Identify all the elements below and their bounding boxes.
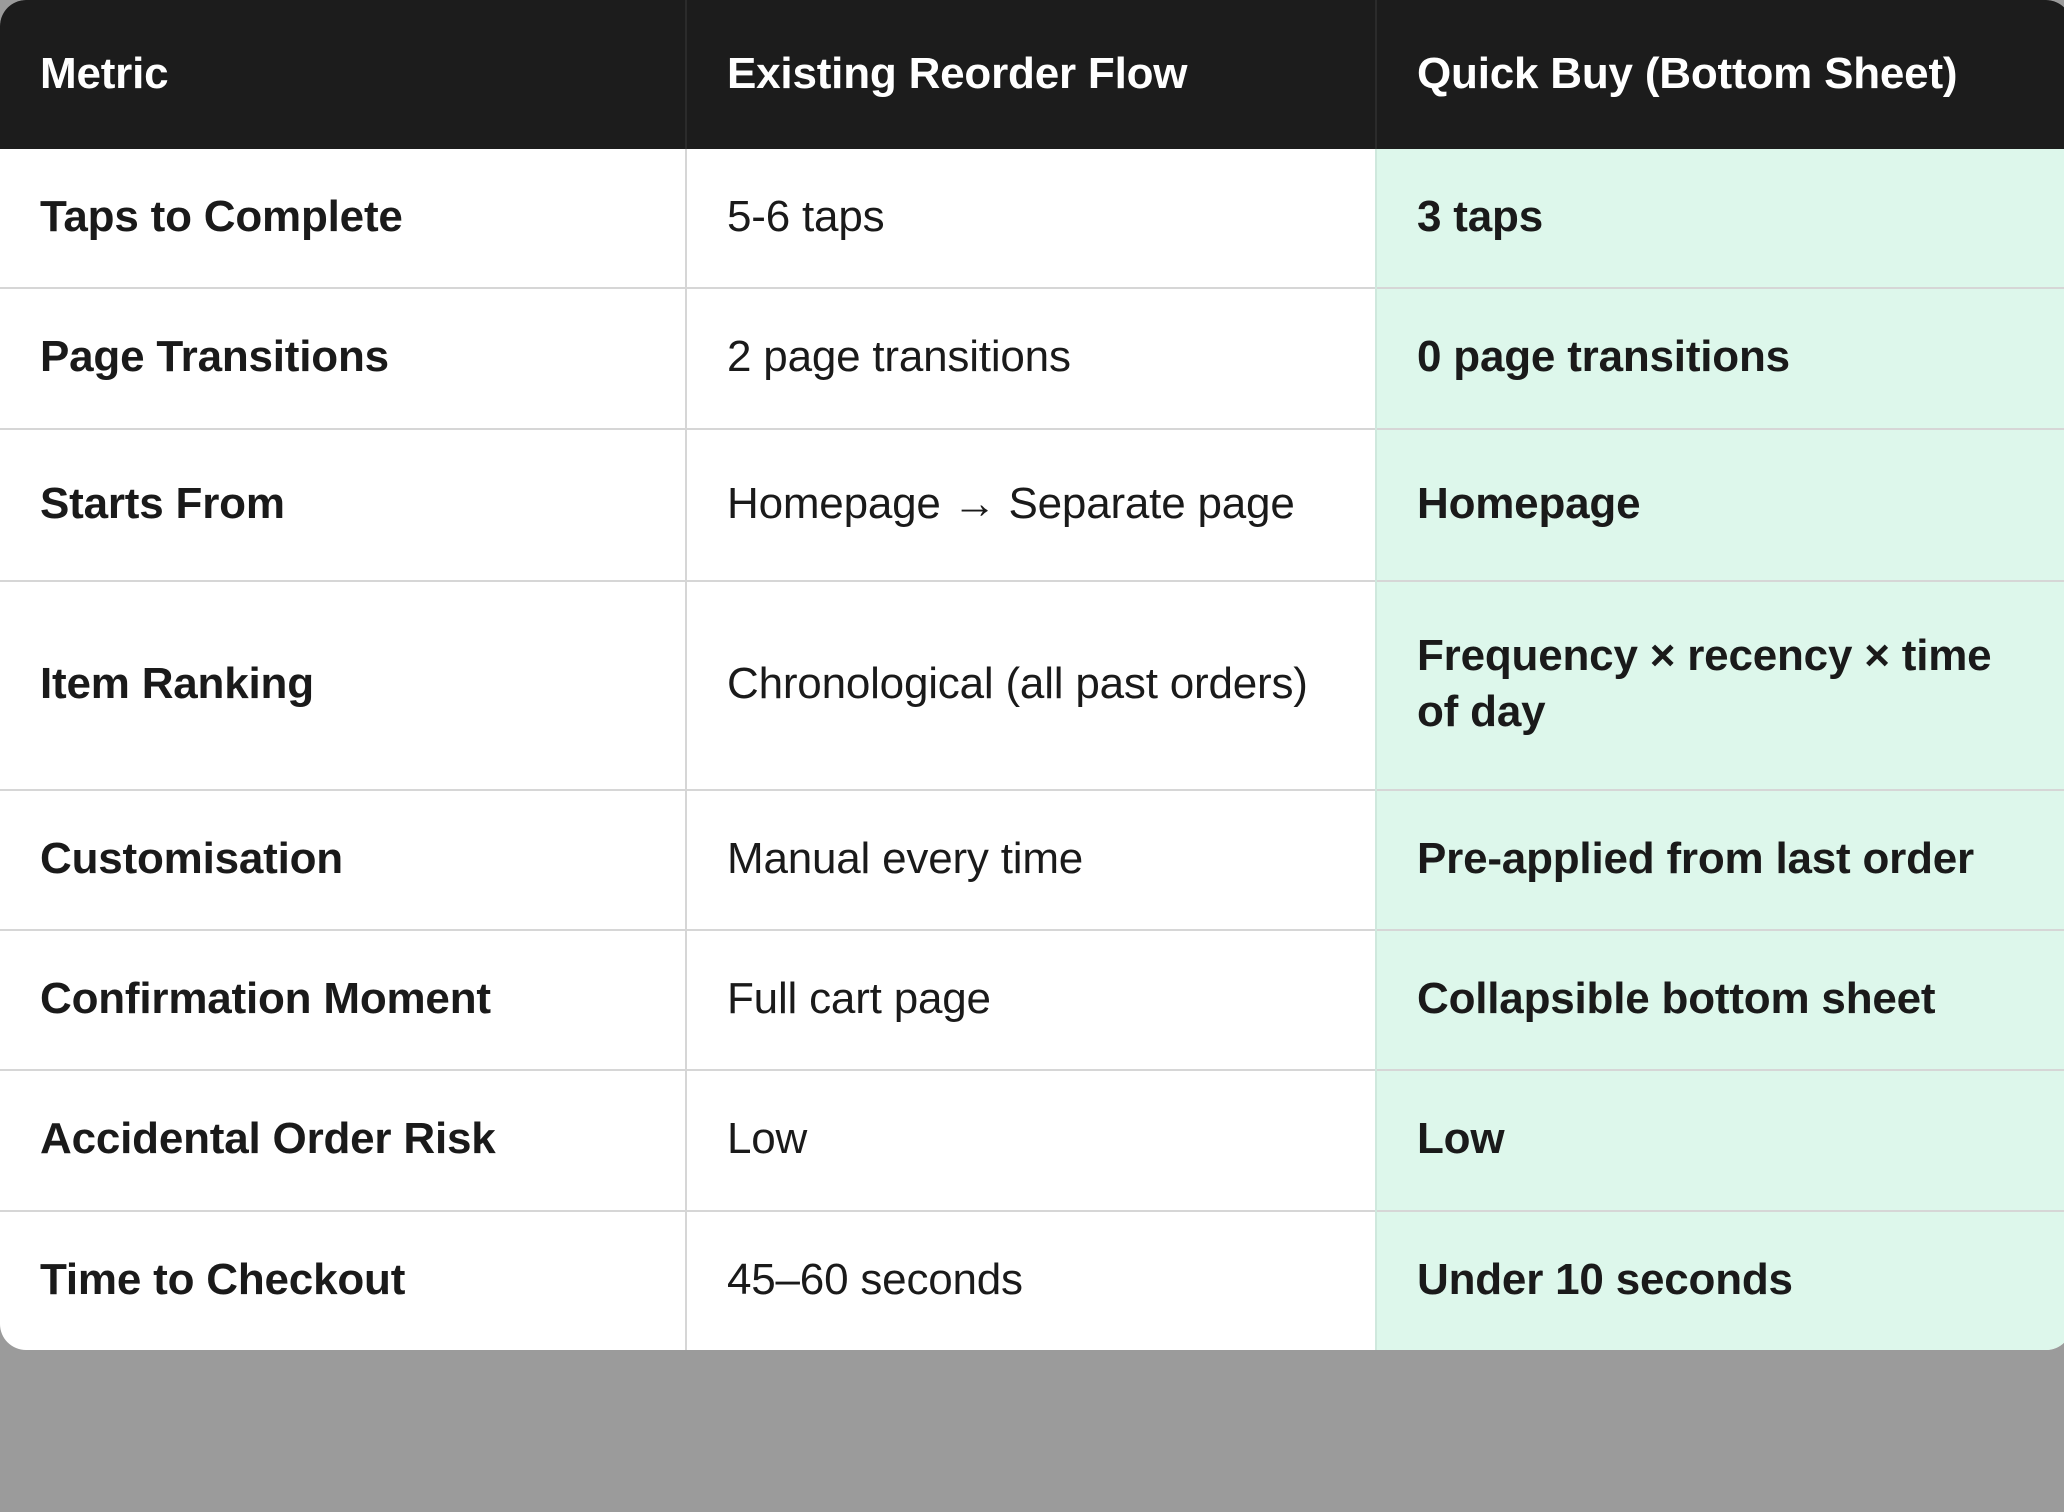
cell-metric: Starts From: [0, 427, 686, 581]
cell-quick: Under 10 seconds: [1375, 1209, 2064, 1350]
comparison-table: Metric Existing Reorder Flow Quick Buy (…: [0, 0, 2064, 1350]
cell-quick: Collapsible bottom sheet: [1375, 928, 2064, 1071]
cell-existing: Manual every time: [685, 788, 1376, 930]
cell-quick: Homepage: [1375, 427, 2064, 581]
table-body: Taps to Complete 5-6 taps 3 taps Page Tr…: [0, 149, 2064, 1350]
column-header-existing: Existing Reorder Flow: [685, 0, 1376, 149]
cell-metric: Confirmation Moment: [0, 928, 686, 1071]
cell-metric: Item Ranking: [0, 579, 686, 790]
cell-metric: Page Transitions: [0, 287, 686, 429]
table-row: Time to Checkout 45–60 seconds Under 10 …: [0, 1209, 2064, 1350]
cell-existing: 2 page transitions: [685, 287, 1376, 429]
cell-existing: 45–60 seconds: [685, 1209, 1376, 1350]
table-row: Taps to Complete 5-6 taps 3 taps: [0, 149, 2064, 289]
table-header: Metric Existing Reorder Flow Quick Buy (…: [0, 0, 2064, 149]
cell-quick: 0 page transitions: [1375, 287, 2064, 429]
cell-quick: Pre-applied from last order: [1375, 788, 2064, 930]
cell-metric: Customisation: [0, 788, 686, 930]
column-header-metric: Metric: [0, 0, 686, 149]
cell-quick: Frequency × recency × time of day: [1375, 579, 2064, 790]
cell-existing: Chronological (all past orders): [685, 579, 1376, 790]
table-row: Page Transitions 2 page transitions 0 pa…: [0, 287, 2064, 429]
cell-metric: Taps to Complete: [40, 192, 403, 241]
table-row: Starts From Homepage → Separate page Hom…: [0, 427, 2064, 581]
cell-existing: Homepage → Separate page: [685, 427, 1376, 581]
table-header-row: Metric Existing Reorder Flow Quick Buy (…: [0, 0, 2064, 149]
cell-quick: Low: [1375, 1069, 2064, 1211]
column-header-quick: Quick Buy (Bottom Sheet): [1375, 0, 2064, 149]
table-row: Confirmation Moment Full cart page Colla…: [0, 928, 2064, 1071]
cell-existing: Full cart page: [685, 928, 1376, 1071]
comparison-table-card: Metric Existing Reorder Flow Quick Buy (…: [0, 0, 2064, 1350]
cell-existing: Low: [685, 1069, 1376, 1211]
table-row: Accidental Order Risk Low Low: [0, 1069, 2064, 1211]
cell-metric: Accidental Order Risk: [0, 1069, 686, 1211]
cell-metric: Time to Checkout: [0, 1209, 686, 1350]
table-row: Customisation Manual every time Pre-appl…: [0, 788, 2064, 930]
table-row: Item Ranking Chronological (all past ord…: [0, 579, 2064, 790]
cell-quick: 3 taps: [1375, 149, 2064, 289]
cell-existing: 5-6 taps: [685, 149, 1376, 289]
